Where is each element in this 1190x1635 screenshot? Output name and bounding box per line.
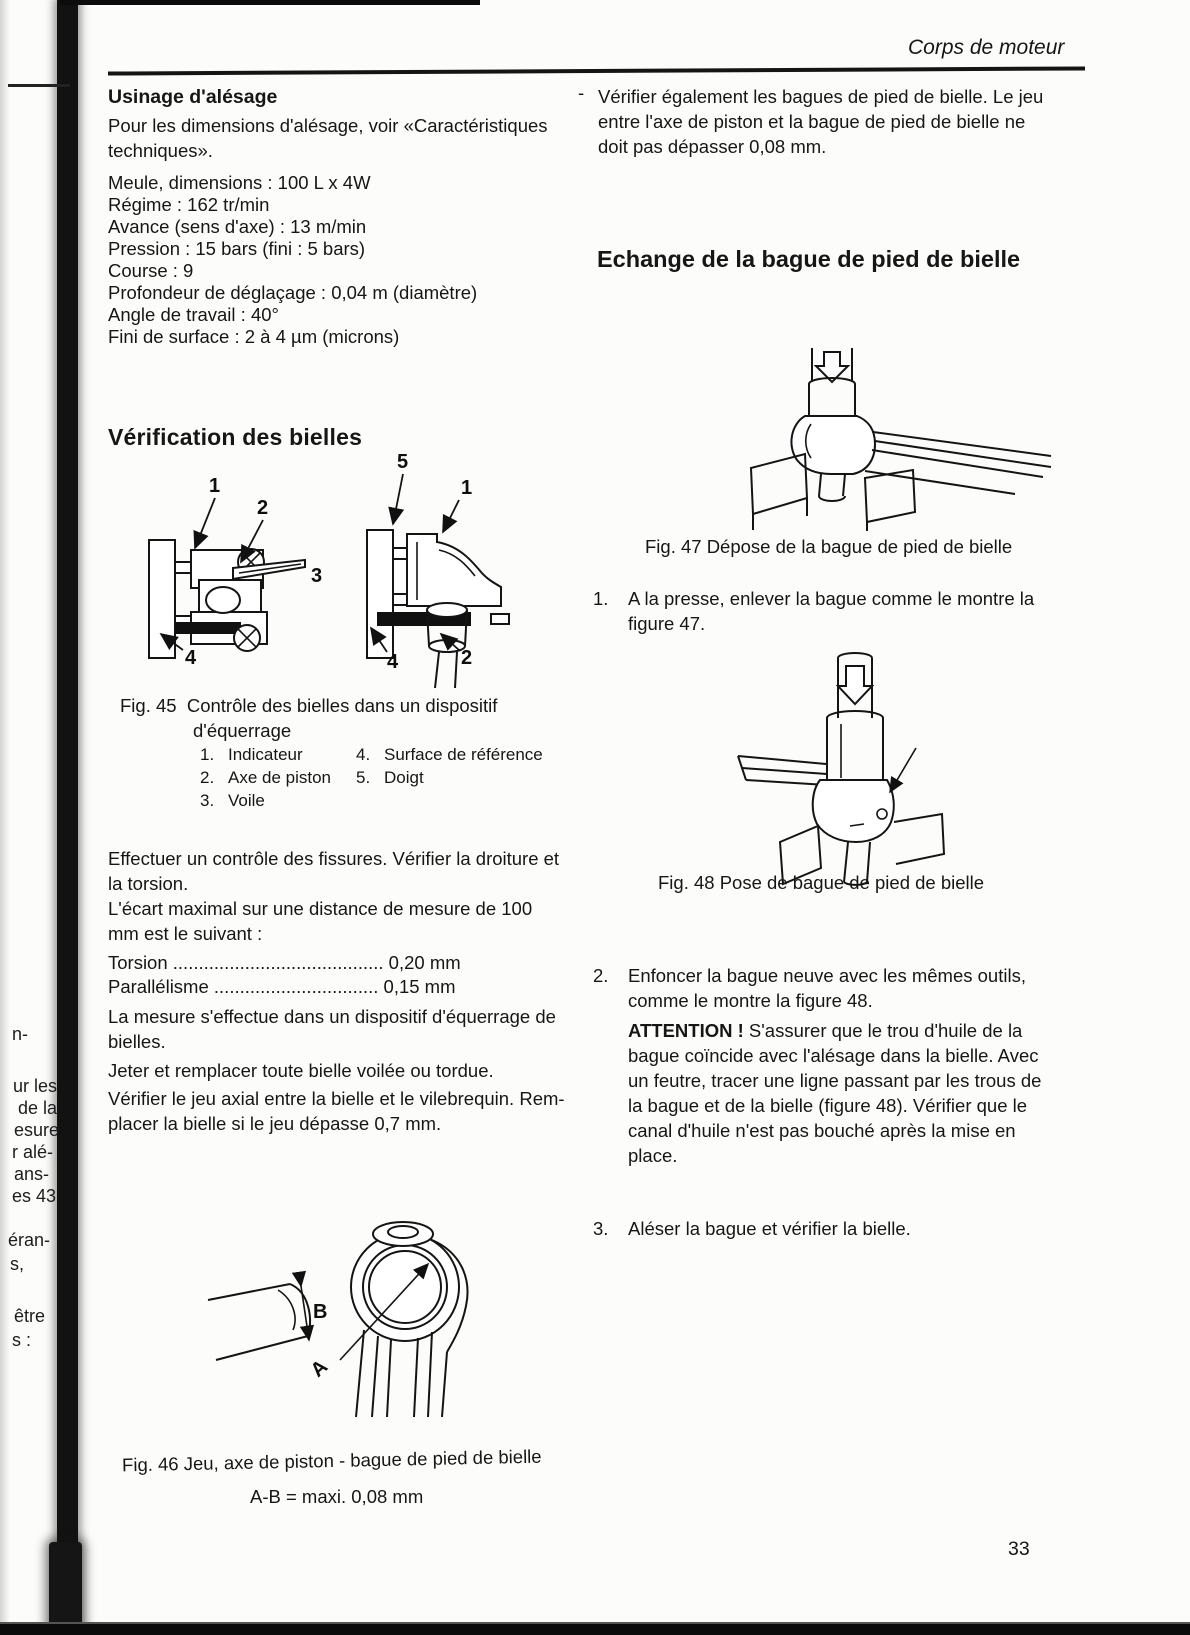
torsion-row: Torsion ................................… — [108, 952, 461, 973]
margin-fragment: de la — [18, 1098, 58, 1118]
fig45-legend-item: 2.Axe de piston — [200, 768, 332, 787]
para-jeu-axial: Vérifier le jeu axial entre la bielle et… — [108, 1086, 565, 1136]
margin-fragment: ur les — [13, 1076, 58, 1096]
usinage-intro: Pour les dimensions d'alésage, voir «Car… — [108, 113, 548, 163]
spec-line: Course : 9 — [108, 260, 194, 281]
step-1-text: A la presse, enlever la bague comme le m… — [628, 586, 1034, 636]
spec-line: Fini de surface : 2 à 4 µm (microns) — [108, 326, 400, 347]
fig46-label-b: B — [313, 1301, 327, 1323]
margin-fragment: r alé- — [12, 1142, 54, 1162]
spec-line: Avance (sens d'axe) : 13 m/min — [108, 216, 367, 237]
paragraph-line: placer la bielle si le jeu dépasse 0,7 m… — [108, 1113, 442, 1134]
fig45-callout: 2 — [461, 647, 472, 669]
spec-line: Meule, dimensions : 100 L x 4W — [108, 172, 371, 193]
page-number: 33 — [1008, 1538, 1030, 1560]
fig45-callout: 2 — [257, 497, 268, 519]
fig45-callout: 1 — [461, 477, 472, 499]
spec-line: Régime : 162 tr/min — [108, 194, 270, 215]
step-1-number: 1. — [593, 588, 609, 609]
fig45-callout: 1 — [209, 475, 220, 497]
spec-line: Angle de travail : 40° — [108, 304, 279, 325]
margin-fragment: éran- — [8, 1230, 51, 1250]
attention-note: ATTENTION ! S'assurer que le trou d'huil… — [628, 1018, 1041, 1168]
usinage-spec-list: Meule, dimensions : 100 L x 4W Régime : … — [108, 172, 477, 348]
margin-fragment: n- — [12, 1024, 29, 1044]
fig45-legend-item: 3.Voile — [200, 791, 265, 810]
paragraph-line: doit pas dépasser 0,08 mm. — [598, 136, 827, 157]
fig47-caption: Fig. 47 Dépose de la bague de pied de bi… — [645, 536, 1013, 557]
section-verification-title: Vérification des bielles — [108, 424, 363, 450]
spec-line: Profondeur de déglaçage : 0,04 m (diamèt… — [108, 282, 478, 303]
para-jeter: Jeter et remplacer toute bielle voilée o… — [108, 1060, 494, 1081]
figure-48-illustration — [737, 652, 946, 886]
spec-line: Pression : 15 bars (fini : 5 bars) — [108, 238, 366, 259]
fig45-legend-item: 1.Indicateur — [200, 745, 303, 764]
paragraph-line: la torsion. — [108, 873, 189, 894]
margin-fragment: es 43 — [12, 1186, 57, 1206]
fig45-callout: 4 — [387, 651, 399, 673]
paragraph-line: Pour les dimensions d'alésage, voir «Car… — [108, 115, 548, 136]
step-2-number: 2. — [593, 965, 609, 986]
page-edge-shade — [0, 0, 10, 1635]
paragraph-line: bielles. — [108, 1031, 166, 1052]
fig45-legend-item: 4.Surface de référence — [356, 745, 543, 764]
paragraph-line: Vérifier également les bagues de pied de… — [598, 86, 1044, 107]
margin-fragment: esure — [14, 1120, 60, 1140]
fig45-caption-line2: d'équerrage — [193, 720, 292, 741]
step-2-text: Enfoncer la bague neuve avec les mêmes o… — [628, 963, 1026, 1013]
figure-46-illustration: B A — [207, 1221, 469, 1418]
attention-line: place. — [628, 1145, 678, 1166]
attention-line: bague coïncide avec l'alésage dans la bi… — [628, 1045, 1039, 1066]
fig45-legend-item: 5.Doigt — [356, 768, 424, 787]
para-mesure: La mesure s'effectue dans un dispositif … — [108, 1004, 556, 1054]
attention-line: la bague et de la bielle (figure 48). Vé… — [628, 1095, 1028, 1116]
paragraph-line: Vérifier le jeu axial entre la bielle et… — [108, 1088, 565, 1109]
attention-line: ATTENTION ! S'assurer que le trou d'huil… — [628, 1020, 1023, 1041]
bullet-marker: - — [578, 82, 585, 103]
para-fissures: Effectuer un contrôle des fissures. Véri… — [108, 846, 559, 946]
para-verifier-bagues: Vérifier également les bagues de pied de… — [598, 84, 1043, 159]
paragraph-line: techniques». — [108, 140, 213, 161]
fig45-caption-line1: Fig. 45 Contrôle des bielles dans un dis… — [120, 695, 498, 716]
header-rule — [107, 66, 1086, 76]
figure-45-illustration: 1 2 3 4 5 1 4 2 — [148, 451, 510, 689]
paragraph-line: Enfoncer la bague neuve avec les mêmes o… — [628, 965, 1026, 986]
figure-47-illustration — [749, 348, 1052, 531]
top-edge-mark — [60, 0, 480, 5]
margin-fragment: ans- — [14, 1164, 50, 1184]
attention-line: un feutre, tracer une ligne passant par … — [628, 1070, 1042, 1091]
paragraph-line: entre l'axe de piston et la bague de pie… — [598, 111, 1026, 132]
margin-fragment: être — [14, 1306, 46, 1326]
step-3-number: 3. — [593, 1218, 609, 1239]
paragraph-line: L'écart maximal sur une distance de mesu… — [108, 898, 533, 919]
section-usinage-title: Usinage d'alésage — [108, 86, 278, 108]
header-title: Corps de moteur — [908, 36, 1065, 59]
paragraph-line: La mesure s'effectue dans un dispositif … — [108, 1006, 556, 1027]
spine-bar — [57, 0, 78, 1635]
step-3-text: Aléser la bague et vérifier la bielle. — [628, 1218, 911, 1239]
spine-bar-bottom — [49, 1542, 82, 1635]
fig46-caption: Fig. 46 Jeu, axe de piston - bague de pi… — [121, 1445, 542, 1476]
fig45-callout: 3 — [311, 565, 322, 587]
parallelisme-row: Parallélisme ...........................… — [108, 976, 456, 997]
paragraph-line: mm est le suivant : — [108, 923, 263, 944]
fig45-callout: 5 — [397, 451, 408, 473]
paragraph-line: figure 47. — [628, 613, 706, 634]
margin-fragment: s, — [10, 1254, 25, 1274]
fig46-label-a: A — [307, 1356, 332, 1382]
bottom-scan-band — [0, 1624, 1190, 1635]
paragraph-line: comme le montre la figure 48. — [628, 990, 873, 1011]
attention-line: canal d'huile n'est pas bouché après la … — [628, 1120, 1016, 1141]
fig46-subcaption: A-B = maxi. 0,08 mm — [250, 1486, 424, 1507]
fig48-caption: Fig. 48 Pose de bague de pied de bielle — [658, 872, 985, 893]
margin-fragment: s : — [12, 1330, 32, 1350]
bottom-scan-line — [0, 1622, 1190, 1624]
left-edge-mark — [8, 84, 70, 87]
paragraph-line: Effectuer un contrôle des fissures. Véri… — [108, 848, 560, 869]
section-echange-title: Echange de la bague de pied de bielle — [597, 246, 1021, 272]
fig45-callout: 4 — [185, 647, 197, 669]
paragraph-line: A la presse, enlever la bague comme le m… — [628, 588, 1035, 609]
